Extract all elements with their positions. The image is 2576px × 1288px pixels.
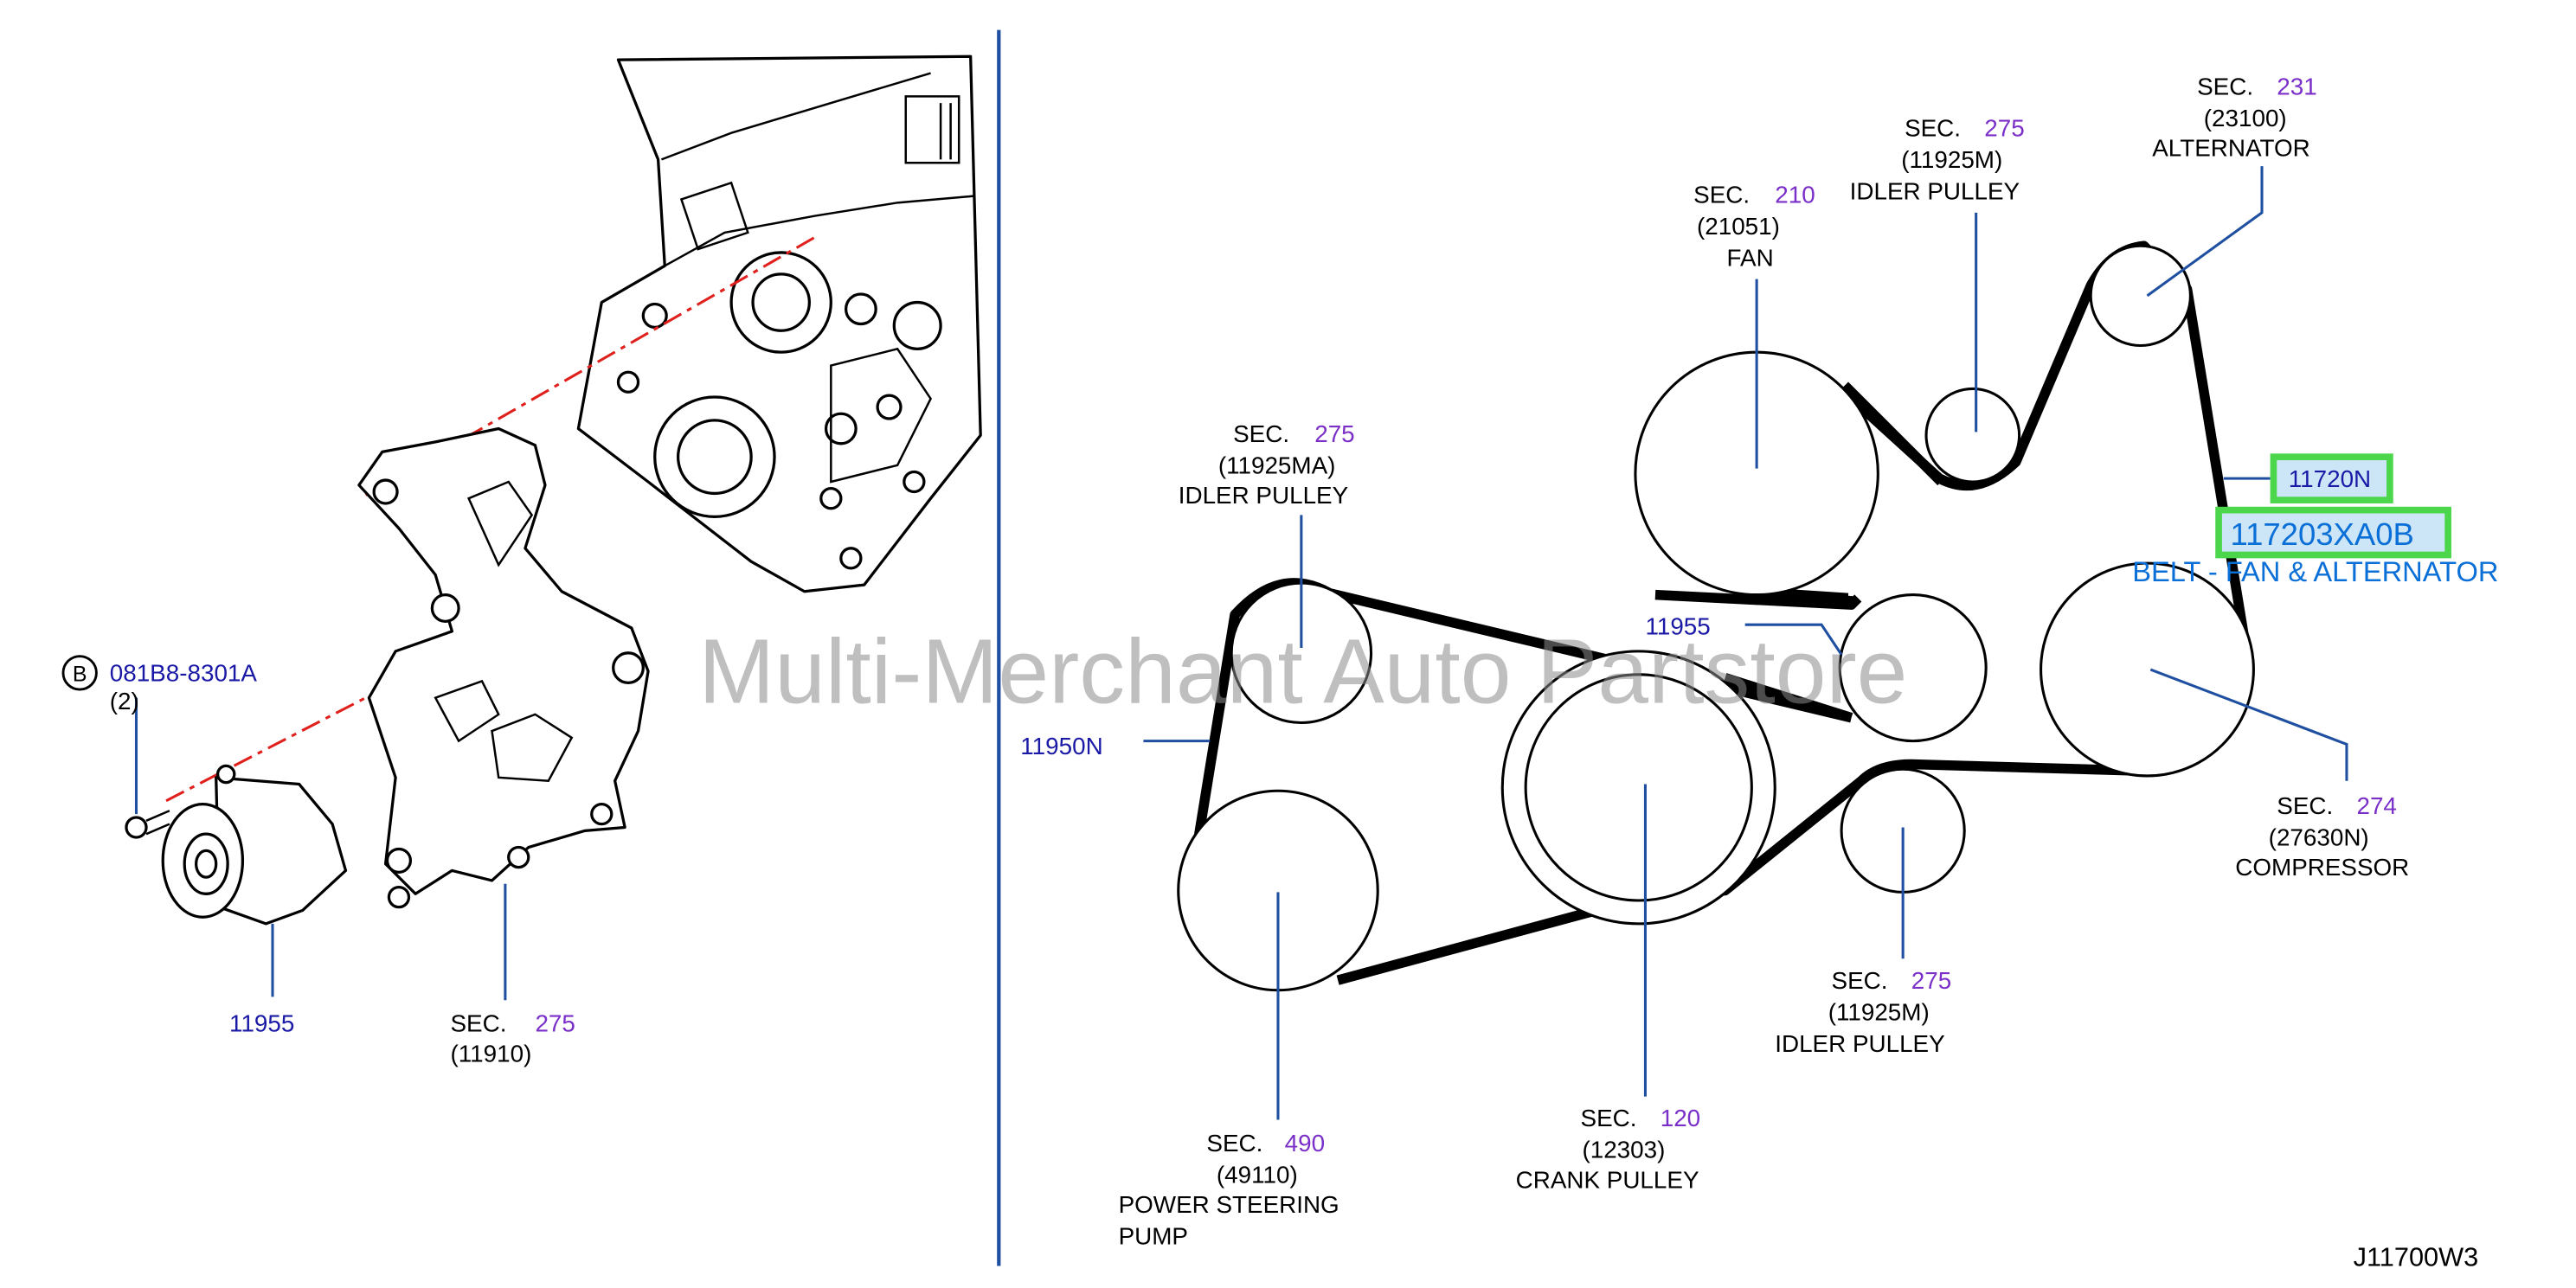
compressor-sec-label: SEC. xyxy=(2277,792,2333,819)
bolt-badge-circle xyxy=(61,655,98,691)
mounting-bracket xyxy=(357,426,650,909)
bracket-sec-number[interactable]: 275 xyxy=(535,1010,575,1037)
alternator-sec-label: SEC. xyxy=(2197,73,2253,99)
fan-name: FAN xyxy=(1727,244,1774,271)
compressor-pulley[interactable] xyxy=(2040,561,2255,778)
engine-block xyxy=(576,54,982,593)
compressor-code: (27630N) xyxy=(2269,824,2369,851)
belt-part-number[interactable]: 117203XA0B xyxy=(2231,516,2414,552)
tensioner-pulley[interactable] xyxy=(1838,593,1988,743)
power-steering-name: POWER STEERING xyxy=(1119,1191,1339,1218)
belt-part-highlight-large xyxy=(2215,506,2451,559)
fan-sec-number[interactable]: 210 xyxy=(1775,181,1815,208)
bolt-badge-letter: B xyxy=(73,662,87,686)
alternator-pulley[interactable] xyxy=(2089,244,2192,348)
idler-bottom-name: IDLER PULLEY xyxy=(1775,1030,1944,1057)
tensioner-part-number-right[interactable]: 11955 xyxy=(1645,613,1710,640)
idler-left-code: (11925MA) xyxy=(1218,452,1336,478)
idler-pulley-top[interactable] xyxy=(1924,387,2021,484)
idler-left-sec-number[interactable]: 275 xyxy=(1314,420,1354,447)
bolt-part-number[interactable]: 081B8-8301A xyxy=(110,659,258,686)
idler-bottom-sec-label: SEC. xyxy=(1832,967,1888,994)
idler-top-code: (11925M) xyxy=(1901,146,2002,173)
crank-sec-label: SEC. xyxy=(1581,1105,1637,1131)
belt-right-part-number[interactable]: 11720N xyxy=(2289,465,2371,492)
power-steering-code: (49110) xyxy=(1217,1162,1298,1189)
power-steering-sec-number[interactable]: 490 xyxy=(1285,1130,1325,1157)
bolt-quantity: (2) xyxy=(110,688,139,714)
idler-left-name: IDLER PULLEY xyxy=(1179,482,1348,509)
crank-name: CRANK PULLEY xyxy=(1516,1166,1699,1193)
crank-code: (12303) xyxy=(1582,1137,1665,1163)
alternator-code: (23100) xyxy=(2204,105,2287,131)
fan-code: (21051) xyxy=(1697,213,1780,240)
idler-top-sec-label: SEC. xyxy=(1905,114,1961,141)
bolt-head xyxy=(125,816,148,839)
compressor-name: COMPRESSOR xyxy=(2235,854,2409,881)
tensioner-leader-right xyxy=(1744,623,1843,656)
idler-bottom-code: (11925M) xyxy=(1828,998,1930,1025)
idler-top-name: IDLER PULLEY xyxy=(1850,177,2020,204)
tensioner-assembly xyxy=(125,764,348,926)
belt-description[interactable]: BELT - FAN & ALTERNATOR xyxy=(2132,555,2498,587)
bracket-sec-label: SEC. xyxy=(450,1010,506,1037)
figure-code: J11700W3 xyxy=(2354,1242,2479,1272)
idler-bottom-sec-number[interactable]: 275 xyxy=(1911,967,1951,994)
idler-left-sec-label: SEC. xyxy=(1233,420,1289,447)
crank-pulley-inner xyxy=(1524,673,1753,902)
crank-sec-number[interactable]: 120 xyxy=(1661,1105,1700,1131)
fan-sec-label: SEC. xyxy=(1693,181,1750,208)
alternator-sec-number[interactable]: 231 xyxy=(2277,73,2316,99)
bracket-code: (11910) xyxy=(450,1040,531,1067)
compressor-leader xyxy=(2149,668,2348,781)
compressor-sec-number[interactable]: 274 xyxy=(2356,792,2396,819)
belt-part-highlight-small xyxy=(2270,453,2393,503)
belt-segment-fan-top xyxy=(1840,381,1945,486)
power-steering-name-2: PUMP xyxy=(1119,1223,1188,1250)
power-steering-sec-label: SEC. xyxy=(1206,1130,1262,1157)
tensioner-part-number-left[interactable]: 11955 xyxy=(229,1010,294,1037)
belt-left-part-number[interactable]: 11950N xyxy=(1020,733,1102,759)
alternator-leader xyxy=(2146,166,2264,298)
watermark: Multi-Merchant Auto Partstore xyxy=(698,620,1907,722)
idler-top-sec-number[interactable]: 275 xyxy=(1984,114,2024,141)
alternator-name: ALTERNATOR xyxy=(2152,135,2309,162)
